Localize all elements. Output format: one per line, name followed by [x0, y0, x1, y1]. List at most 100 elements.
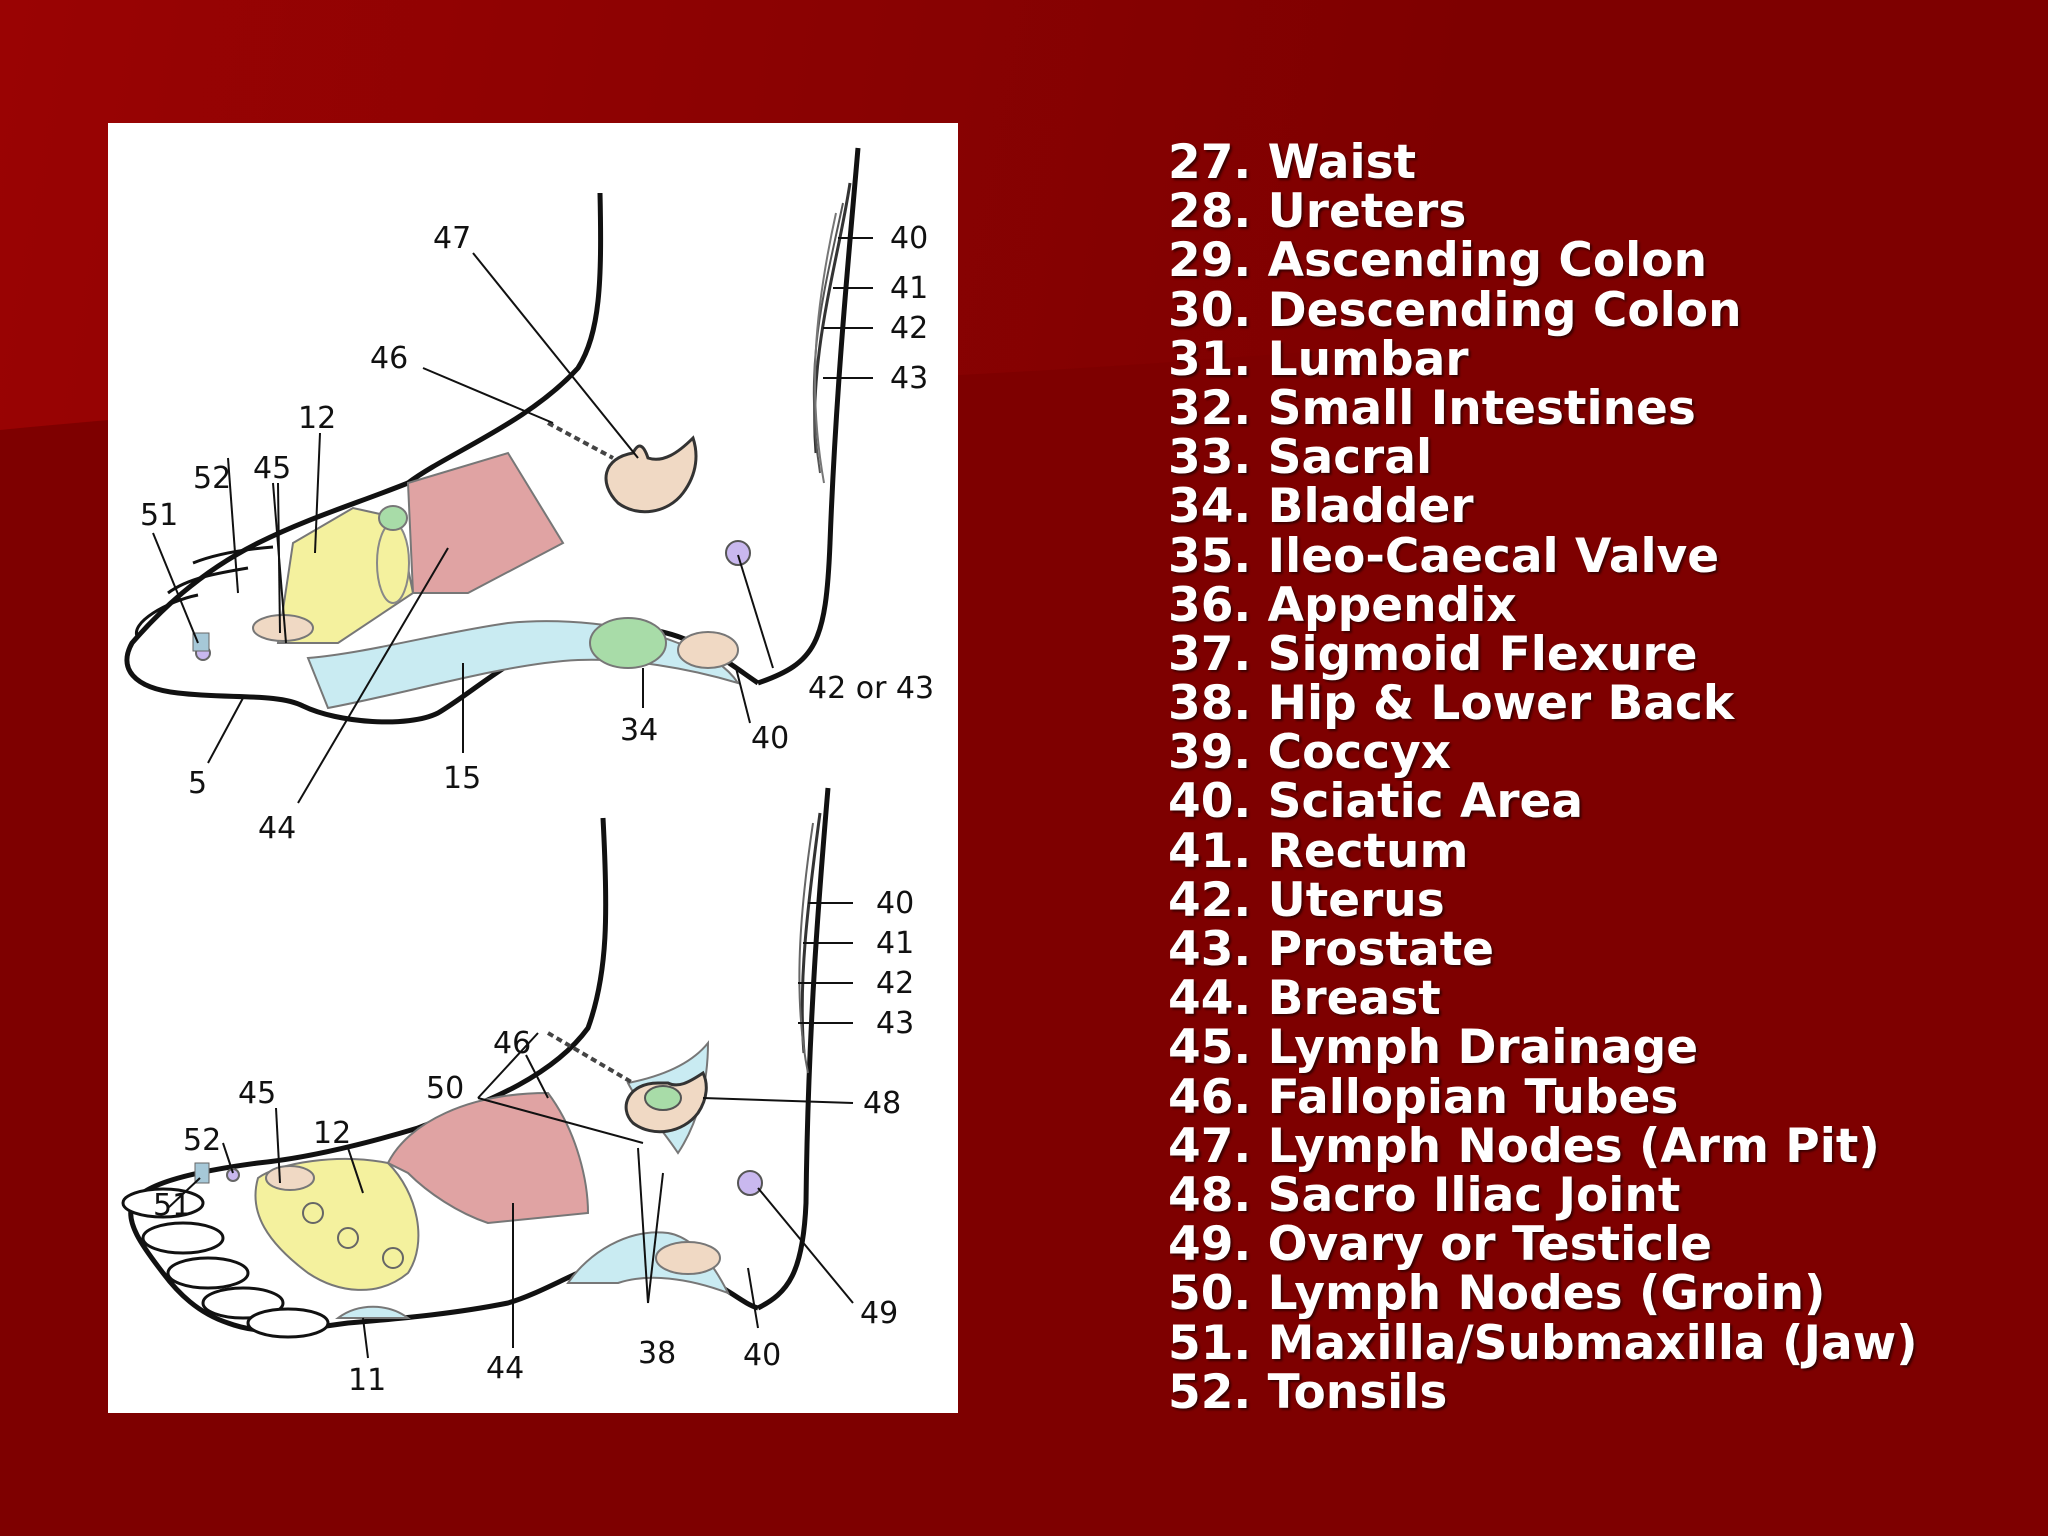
bottom-label-50: 50: [426, 1071, 464, 1106]
top-label-46: 46: [370, 341, 408, 376]
top-label-52: 52: [193, 461, 231, 496]
top-label-45: 45: [253, 451, 291, 486]
legend-item: 32. Small Intestines: [1168, 380, 1696, 436]
legend-item: 49. Ovary or Testicle: [1168, 1217, 1713, 1273]
top-leader-lines: [152, 237, 873, 804]
legend-item: 46. Fallopian Tubes: [1168, 1069, 1679, 1125]
legend-item: 35. Ileo-Caecal Valve: [1168, 528, 1720, 584]
top-toe-line: [192, 545, 274, 565]
legend-item: 31. Lumbar: [1168, 331, 1469, 387]
legend-item: 52. Tonsils: [1168, 1364, 1448, 1420]
foot-reflexology-diagram: 47 46 12 52 45 51 5 44 15 34 40 40 41 42…: [108, 123, 958, 1413]
bottom-label-45: 45: [238, 1076, 276, 1111]
top-region-tan-toe: [252, 614, 314, 642]
legend-item: 34. Bladder: [1168, 479, 1474, 535]
foot-diagram-svg: 47 46 12 52 45 51 5 44 15 34 40 40 41 42…: [121, 147, 934, 1398]
top-label-34: 34: [620, 713, 658, 748]
bottom-toe-3: [166, 1256, 250, 1290]
legend-item: 44. Breast: [1168, 971, 1441, 1027]
bottom-toe-4: [201, 1286, 285, 1320]
bottom-fallopian-line: [546, 1031, 635, 1085]
bottom-label-41: 41: [876, 926, 914, 961]
top-label-40: 40: [890, 221, 928, 256]
legend-item: 28. Ureters: [1168, 184, 1467, 240]
legend-item: 27. Waist: [1168, 135, 1417, 190]
legend-item: 51. Maxilla/Submaxilla (Jaw): [1168, 1315, 1918, 1371]
reflexology-legend-list: 27. Waist 28. Ureters 29. Ascending Colo…: [1168, 138, 2028, 1417]
bottom-region-yellow: [254, 1158, 420, 1291]
top-region-purple-dot: [725, 540, 751, 566]
bottom-label-49: 49: [860, 1296, 898, 1331]
bottom-label-42: 42: [876, 966, 914, 1001]
top-foot: 47 46 12 52 45 51 5 44 15 34 40 40 41 42…: [124, 147, 934, 846]
bottom-leg-back-line: [756, 787, 831, 1311]
bottom-region-pink: [386, 1091, 590, 1225]
top-toe-line: [167, 566, 249, 595]
bottom-label-46: 46: [493, 1026, 531, 1061]
top-label-41: 41: [890, 271, 928, 306]
top-toe-line: [134, 593, 199, 639]
bottom-label-40-heel: 40: [743, 1338, 781, 1373]
bottom-label-48: 48: [863, 1086, 901, 1121]
legend-item: 29. Ascending Colon: [1168, 233, 1708, 289]
legend-item: 39. Coccyx: [1168, 725, 1452, 781]
top-label-51: 51: [140, 498, 178, 533]
legend-item: 42. Uterus: [1168, 872, 1445, 928]
bottom-toe-2: [141, 1221, 225, 1255]
legend-item: 41. Rectum: [1168, 823, 1469, 879]
bottom-label-11: 11: [348, 1363, 386, 1398]
legend-item: 36. Appendix: [1168, 577, 1517, 633]
bottom-region-purple-dot: [737, 1170, 763, 1196]
bottom-label-43: 43: [876, 1006, 914, 1041]
top-region-yellow-lobe: [376, 522, 410, 604]
top-label-12: 12: [298, 401, 336, 436]
bottom-achilles-strand: [798, 822, 814, 1074]
legend-item: 50. Lymph Nodes (Groin): [1168, 1266, 1826, 1322]
bottom-toe-1: [121, 1187, 205, 1219]
bottom-label-12: 12: [313, 1116, 351, 1151]
top-label-15: 15: [443, 761, 481, 796]
top-label-42: 42: [890, 311, 928, 346]
bottom-label-38: 38: [638, 1336, 676, 1371]
top-label-47: 47: [433, 221, 471, 256]
top-label-44: 44: [258, 811, 296, 846]
top-leg-front-line: [406, 192, 604, 486]
bottom-leader-lines: [167, 902, 854, 1359]
bottom-label-44: 44: [486, 1351, 524, 1386]
legend-item: 45. Lymph Drainage: [1168, 1020, 1699, 1076]
bottom-region-jaw-mark: [194, 1162, 210, 1184]
bottom-label-51: 51: [153, 1188, 191, 1223]
top-region-jaw-mark: [192, 632, 210, 652]
bottom-foot: 46 50 45 12 52 51 11 44 38 40 48 49 40 4…: [121, 787, 914, 1398]
bottom-region-yellow-dot: [302, 1202, 324, 1224]
legend-item: 43. Prostate: [1168, 922, 1495, 977]
legend-item: 48. Sacro Iliac Joint: [1168, 1167, 1681, 1223]
top-region-pink: [406, 451, 565, 594]
legend-item: 30. Descending Colon: [1168, 282, 1742, 338]
bottom-region-tan-heel: [655, 1241, 721, 1275]
bottom-achilles-strand: [800, 812, 822, 1054]
legend-item: 47. Lymph Nodes (Arm Pit): [1168, 1118, 1880, 1174]
bottom-region-blue-toe: [334, 1305, 412, 1319]
bottom-region-yellow-dot: [382, 1247, 404, 1269]
top-label-5: 5: [188, 766, 207, 801]
bottom-label-40: 40: [876, 886, 914, 921]
top-region-tan-ankle: [604, 435, 698, 514]
top-label-40-heel: 40: [751, 721, 789, 756]
top-label-43: 43: [890, 361, 928, 396]
bottom-toe-5: [246, 1307, 330, 1339]
top-fallopian-line: [547, 421, 614, 460]
top-region-green-dot: [378, 505, 408, 531]
bottom-region-purple-toe: [226, 1168, 240, 1182]
legend-item: 33. Sacral: [1168, 430, 1433, 486]
legend-item: 37. Sigmoid Flexure: [1168, 626, 1698, 682]
top-label-42-or-43: 42 or 43: [808, 671, 934, 706]
top-region-green-bladder: [589, 617, 667, 669]
legend-item: 38. Hip & Lower Back: [1168, 676, 1735, 732]
top-leg-back-line: [757, 147, 861, 686]
top-region-tan-heel: [677, 631, 739, 669]
bottom-region-green-ankle: [644, 1085, 682, 1111]
bottom-label-52: 52: [183, 1123, 221, 1158]
bottom-region-tan-toe: [265, 1165, 315, 1191]
legend-item: 40. Sciatic Area: [1168, 774, 1584, 830]
